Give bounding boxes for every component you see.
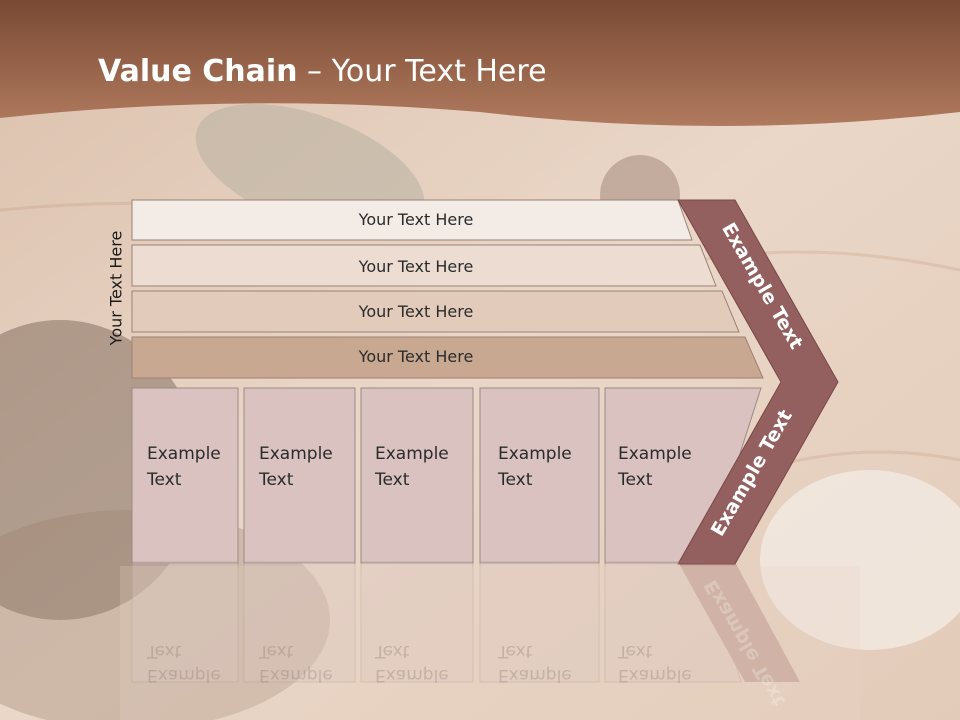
reflection-box-2-line2: Text [258,641,294,661]
chevron-arrow [677,199,839,565]
activity-box-4-line2: Text [497,470,533,490]
activity-box-2-line2: Text [258,470,294,490]
reflection-fade [120,566,860,720]
row-4-label: Your Text Here [358,347,474,366]
activity-box-2-line1: Example [259,444,333,464]
row-2 [131,244,717,287]
row-3 [131,290,740,333]
reflection-box-4-line2: Text [497,641,533,661]
header-band [0,0,960,126]
reflection-box-3-line2: Text [374,641,410,661]
activity-box-4 [479,387,600,564]
row-1 [131,199,693,241]
reflection-box-2-line1: Example [259,665,333,685]
row-1-label: Your Text Here [358,210,474,229]
reflection-box-3-line1: Example [375,665,449,685]
row-4 [131,336,764,379]
row-2-label: Your Text Here [358,257,474,276]
activity-box-3-line2: Text [374,470,410,490]
diagram-reflection [131,561,800,683]
reflection-box-1-line2: Text [146,641,182,661]
activity-box-1-line2: Text [146,470,182,490]
reflection-box-1-line1: Example [147,665,221,685]
reflection-box-5-line1: Example [618,665,692,685]
activity-box-1-line1: Example [147,444,221,464]
activity-box-3-line1: Example [375,444,449,464]
activity-box-5-line2: Text [617,470,653,490]
activity-box-3 [360,387,474,564]
activity-box-4-line1: Example [498,444,572,464]
page-title: Value Chain – Your Text Here [98,54,547,89]
activity-box-1 [131,387,239,564]
reflection-box-5-line2: Text [617,641,653,661]
row-3-label: Your Text Here [358,302,474,321]
activity-box-2 [243,387,356,564]
activity-box-5-line1: Example [618,444,692,464]
reflection-box-4-line1: Example [498,665,572,685]
